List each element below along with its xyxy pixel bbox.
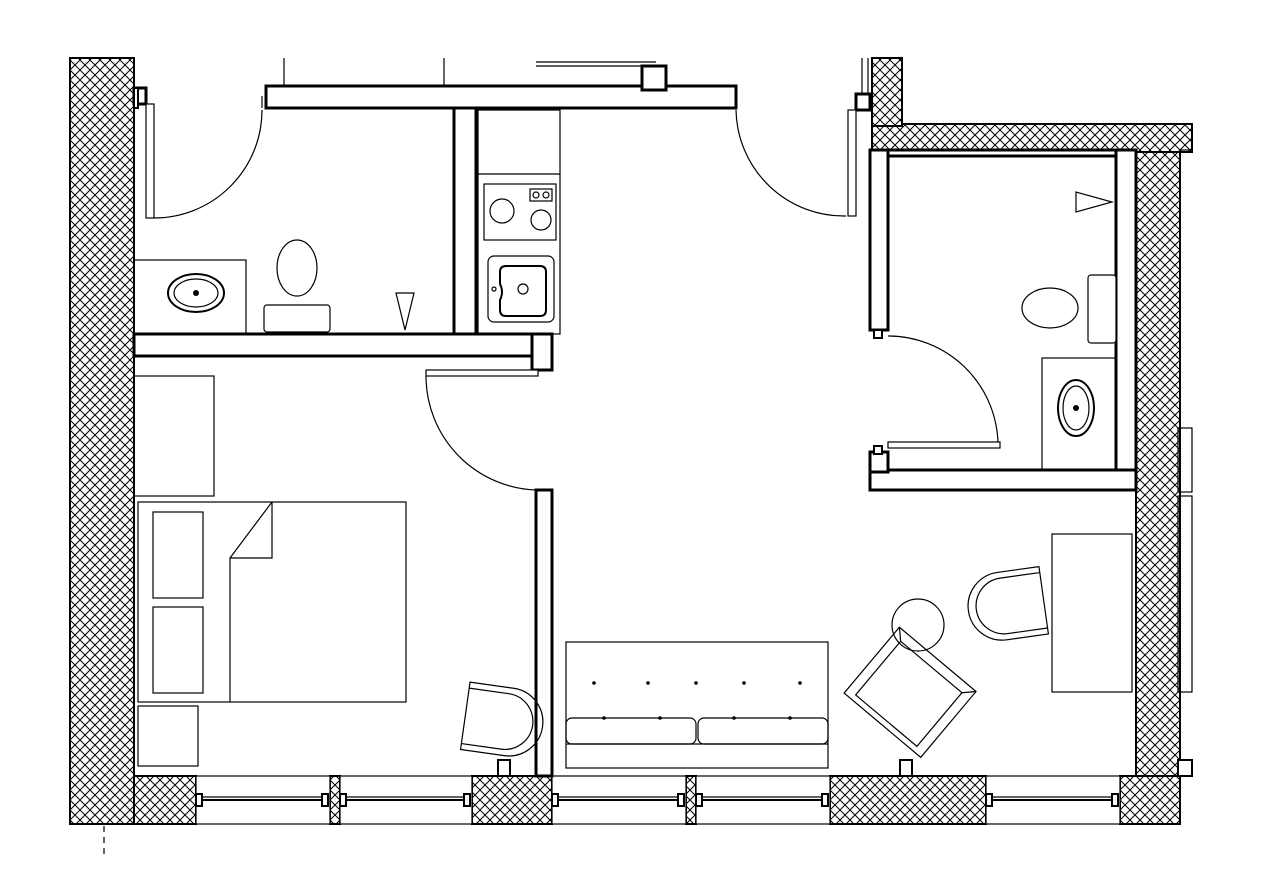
- left-bath-door-swing: [153, 109, 263, 219]
- kitchen-counter: [477, 109, 561, 335]
- vanity-counter: [133, 259, 247, 335]
- bedroom-door-leaf: [425, 369, 539, 377]
- right-bath-door-leaf: [887, 441, 1001, 449]
- sofa-cushion-icon-2: [697, 717, 829, 745]
- desk: [1051, 533, 1133, 693]
- bottom-wall-pillar-5: [829, 775, 987, 825]
- bottom-wall-pillar-2: [329, 775, 341, 825]
- right-shower-head-icon: [1075, 191, 1115, 213]
- right-bathroom: [1021, 191, 1117, 471]
- bedroom-living-wall: [534, 488, 554, 778]
- bed-cover: [229, 501, 273, 702]
- top-right-wall: [871, 123, 1193, 153]
- sofa: [565, 641, 829, 769]
- window-5: [985, 775, 1121, 825]
- pillow-icon-1: [152, 511, 204, 599]
- top-right-wall-post: [871, 57, 903, 127]
- cooktop: [483, 183, 557, 241]
- bottom-wall-pillar-6: [1119, 775, 1181, 825]
- window-3: [551, 775, 687, 825]
- right-exterior-wall: [1135, 149, 1181, 825]
- sink-icon: [499, 265, 547, 317]
- entry-door-jamb: [854, 92, 872, 112]
- top-corridor-wall: [264, 84, 738, 110]
- right-window-fragment-2: [1177, 495, 1193, 693]
- bedroom-door-swing: [425, 375, 539, 491]
- right-toilet-bowl-icon: [1021, 287, 1079, 329]
- bath-bedroom-wall: [132, 332, 554, 358]
- toilet-bowl-icon: [276, 239, 318, 297]
- bath-kitchen-wall: [452, 106, 478, 336]
- left-bathroom: [133, 239, 415, 335]
- entry-door-swing: [735, 109, 847, 217]
- masonry-walls: [69, 57, 1193, 825]
- right-vanity-counter: [1041, 357, 1117, 471]
- right-window-fragment-1: [1177, 427, 1193, 493]
- bedroom: [133, 375, 544, 767]
- right-bath-door-swing: [887, 335, 999, 445]
- right-toilet-tank-icon: [1087, 274, 1117, 344]
- right-bath-bottom-wall: [868, 468, 1138, 492]
- side-table-icon: [891, 598, 945, 652]
- pillow-icon-2: [152, 606, 204, 694]
- living-room: [565, 533, 1133, 769]
- bottom-wall-pillar-1: [133, 775, 197, 825]
- washbasin-icon: [167, 273, 225, 313]
- kitchen-wall-stub: [530, 332, 554, 372]
- desk-chair-icon: [967, 565, 1050, 641]
- shower-head-icon: [395, 292, 415, 331]
- sink-outer: [487, 255, 555, 323]
- wardrobe: [133, 375, 215, 497]
- top-wall-bump: [640, 64, 668, 92]
- toilet-tank-icon: [263, 304, 331, 333]
- right-washbasin-icon: [1057, 379, 1095, 437]
- window-2: [339, 775, 473, 825]
- burner-icon-small: [530, 209, 552, 231]
- wall-post-2: [899, 759, 913, 777]
- sofa-cushion-icon-1: [565, 717, 697, 745]
- burner-icon-large: [489, 198, 515, 224]
- right-window-post: [1177, 759, 1193, 777]
- cooktop-controls: [529, 188, 553, 202]
- lounge-armchair-icon: [843, 626, 977, 759]
- interior-walls: [103, 58, 1138, 856]
- wall-post-1: [497, 759, 511, 777]
- window-4: [695, 775, 831, 825]
- left-exterior-wall: [69, 57, 135, 825]
- right-bath-left-wall: [868, 148, 890, 332]
- right-bath-inner-right: [1114, 148, 1138, 492]
- sofa-buttons: [592, 681, 802, 720]
- bottom-wall-pillar-3: [471, 775, 553, 825]
- bottom-wall-pillar-4: [685, 775, 697, 825]
- nightstand: [137, 705, 199, 767]
- windows: [195, 149, 1193, 825]
- bedroom-armchair-icon: [459, 681, 544, 757]
- doors: [153, 96, 1001, 491]
- right-bath-inner-top: [886, 148, 1138, 158]
- window-1: [195, 775, 331, 825]
- kitchenette: [477, 109, 561, 335]
